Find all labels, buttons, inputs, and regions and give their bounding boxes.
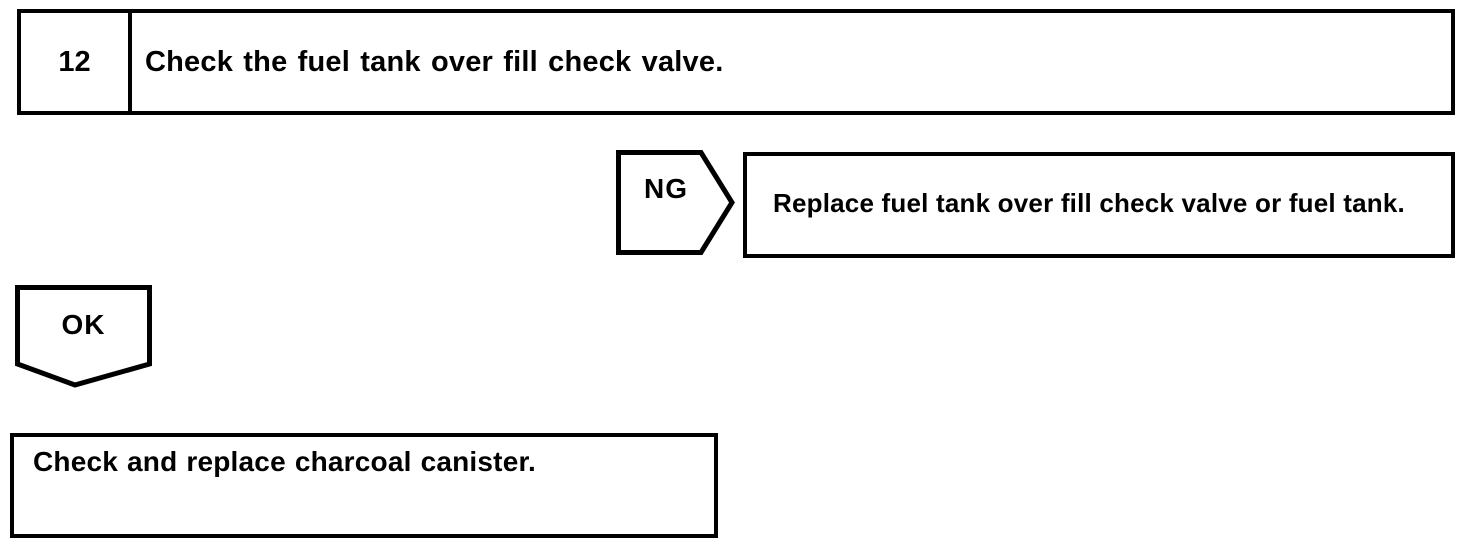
ng-action-text: Replace fuel tank over fill check valve … xyxy=(773,187,1405,218)
ok-action-text: Check and replace charcoal canister. xyxy=(33,446,537,477)
step-number: 12 xyxy=(21,13,132,111)
step-instruction: Check the fuel tank over fill check valv… xyxy=(145,45,724,78)
ok-connector: OK xyxy=(15,285,152,388)
ng-pentagon-icon xyxy=(616,150,735,255)
ng-label: NG xyxy=(644,173,688,204)
ng-connector: NG xyxy=(616,150,735,255)
ng-action-box: Replace fuel tank over fill check valve … xyxy=(743,152,1455,258)
ok-pentagon-icon xyxy=(15,285,152,388)
ok-action-box: Check and replace charcoal canister. xyxy=(10,433,718,538)
ok-label: OK xyxy=(61,308,106,340)
step-box: 12 Check the fuel tank over fill check v… xyxy=(17,9,1455,115)
